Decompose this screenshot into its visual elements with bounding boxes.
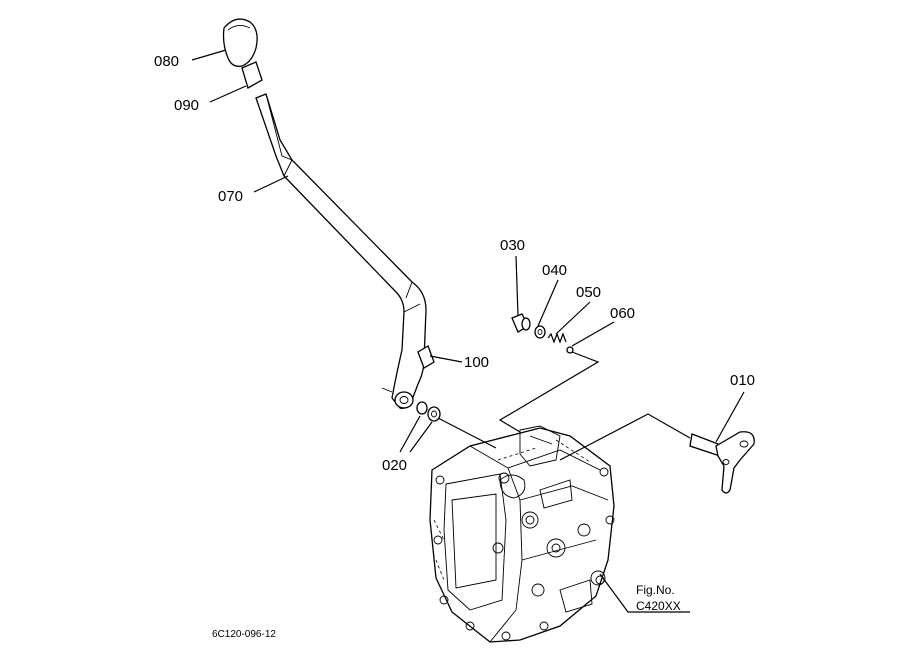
label-090: 090 (174, 97, 199, 114)
part-040-washer (534, 325, 546, 339)
part-080-knob (222, 18, 258, 67)
label-010: 010 (730, 372, 755, 389)
leader-lines (191, 49, 745, 613)
fig-number: C420XX (636, 599, 681, 613)
part-100-pin (417, 345, 435, 369)
assembly-guide-lines (437, 351, 691, 461)
label-060: 060 (610, 305, 635, 322)
label-050: 050 (576, 284, 601, 301)
part-070-lever (255, 93, 427, 409)
part-010-shaft (689, 431, 755, 494)
label-030: 030 (500, 237, 525, 254)
label-080: 080 (154, 53, 179, 70)
drawing-code: 6C120-096-12 (212, 629, 276, 640)
part-050-spring (547, 332, 567, 344)
part-020-washers (416, 401, 441, 422)
label-040: 040 (542, 262, 567, 279)
part-090-sleeve (241, 61, 263, 89)
part-060-ball (566, 346, 574, 354)
fig-label: Fig.No. (636, 583, 675, 597)
label-020: 020 (382, 457, 407, 474)
label-100: 100 (464, 354, 489, 371)
label-070: 070 (218, 188, 243, 205)
part-030-plug (511, 313, 531, 333)
transmission-case (429, 425, 615, 643)
